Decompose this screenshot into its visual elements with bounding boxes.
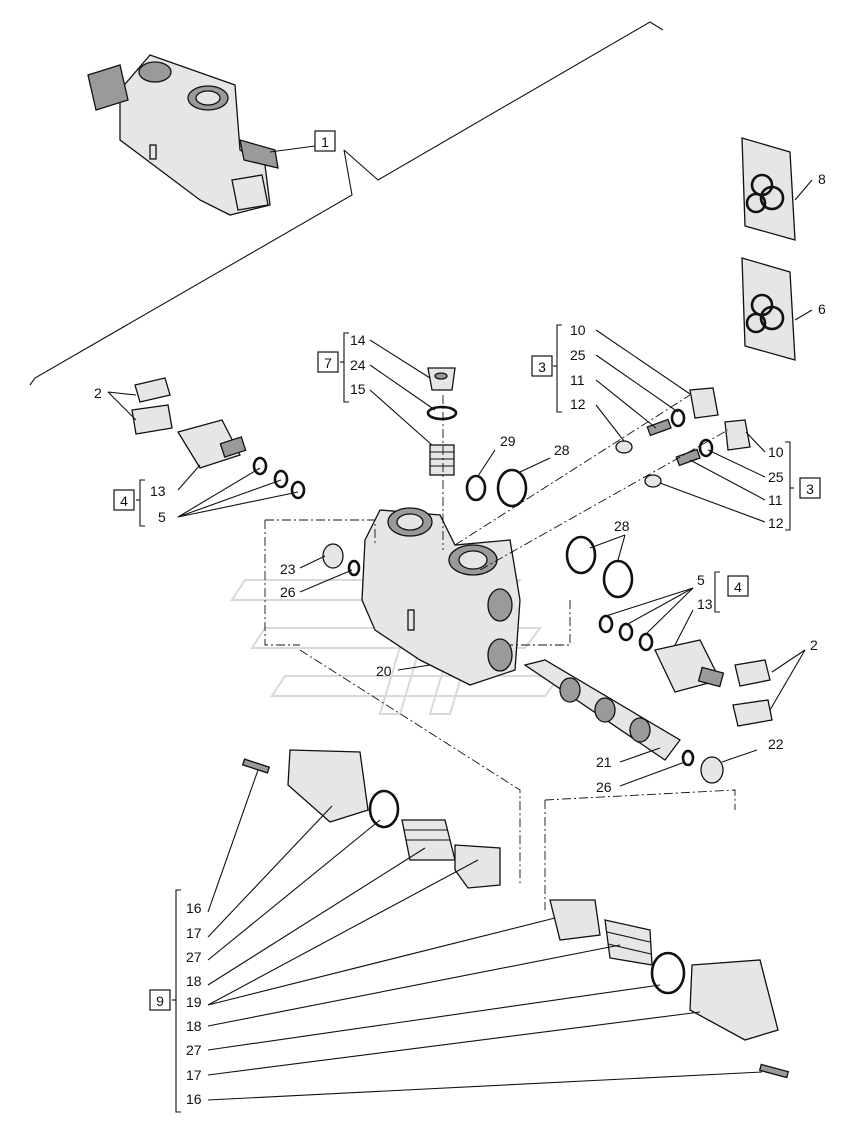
cap-2-left [131, 377, 173, 435]
check-valve-13-right [654, 639, 725, 693]
label-21: 21 [596, 754, 612, 770]
spool-21 [523, 659, 681, 761]
label-13-left: 13 [150, 483, 166, 499]
check-valve-13-left [176, 419, 247, 469]
kit9-item: 27 [186, 1042, 202, 1058]
o-ring-28-lower-a [565, 535, 597, 575]
o-ring-28-lower-b [602, 559, 634, 599]
valve-assembly-illustration [87, 54, 279, 216]
o-ring-24 [426, 405, 458, 421]
label-1: 1 [321, 134, 329, 150]
callout-box-3-right [799, 477, 821, 499]
callout-labels: 1 2 2 3 3 4 4 5 5 6 7 8 9 10 10 11 11 12… [94, 134, 826, 1009]
kit9-item: 16 [186, 900, 202, 916]
callout-box-1 [314, 130, 336, 152]
plug-22 [700, 756, 724, 784]
label-2-right: 2 [810, 637, 818, 653]
leader-lines [107, 143, 813, 1101]
plug-14 [427, 367, 456, 391]
label-7: 7 [324, 355, 332, 371]
label-3-top: 3 [538, 359, 546, 375]
o-rings-5-right [598, 614, 654, 652]
kit9-item: 17 [186, 925, 202, 941]
label-3-right: 3 [806, 481, 814, 497]
seal-kit-bag-8 [741, 137, 796, 241]
label-4-left: 4 [120, 493, 128, 509]
assembly-reference-lines [29, 21, 664, 386]
label-26-right: 26 [596, 779, 612, 795]
kit9-part-list: 16 17 27 18 19 18 27 17 16 [186, 900, 202, 1107]
label-28-top: 28 [554, 442, 570, 458]
label-5-right: 5 [697, 572, 705, 588]
label-29: 29 [500, 433, 516, 449]
kit9-item: 18 [186, 1018, 202, 1034]
label-28-lower: 28 [614, 518, 630, 534]
label-9: 9 [156, 993, 164, 1009]
label-20: 20 [376, 663, 392, 679]
o-ring-26-right [681, 749, 695, 767]
valve-body-20 [361, 507, 521, 686]
label-13-right: 13 [697, 596, 713, 612]
label-12-right: 12 [768, 515, 784, 531]
kit9-item: 19 [186, 994, 202, 1010]
callout-box-7 [317, 351, 339, 373]
kit9-item: 16 [186, 1091, 202, 1107]
kit9-item: 18 [186, 973, 202, 989]
label-11-top: 11 [570, 372, 585, 388]
kit9-lower-parts [549, 899, 790, 1079]
callout-box-4-right [727, 575, 749, 597]
o-ring-26-left [347, 559, 361, 577]
label-5-left: 5 [158, 509, 166, 525]
plug-23 [322, 543, 344, 569]
callout-box-4-left [113, 489, 135, 511]
kit9-item: 17 [186, 1067, 202, 1083]
label-4-right: 4 [734, 579, 742, 595]
label-26-left: 26 [280, 584, 296, 600]
cap-2-right [732, 659, 773, 727]
o-rings-5-left [252, 456, 306, 500]
label-10-right: 10 [768, 444, 784, 460]
label-11-right: 11 [768, 492, 783, 508]
o-ring-29 [465, 474, 487, 502]
relief-parts-lower [644, 419, 751, 488]
seal-kit-bag-6 [741, 257, 796, 361]
label-22: 22 [768, 736, 784, 752]
kit9-upper-parts [241, 749, 501, 889]
label-10-top: 10 [570, 322, 586, 338]
valve-cartridge-15 [429, 444, 455, 476]
label-15: 15 [350, 381, 366, 397]
label-23: 23 [280, 561, 296, 577]
label-8: 8 [818, 171, 826, 187]
label-12-top: 12 [570, 396, 586, 412]
label-25-right: 25 [768, 469, 784, 485]
kit9-item: 27 [186, 949, 202, 965]
callout-box-9 [149, 989, 171, 1011]
label-2-left: 2 [94, 385, 102, 401]
callout-box-3-top [531, 355, 553, 377]
label-25-top: 25 [570, 347, 586, 363]
relief-parts-upper [615, 387, 719, 454]
o-ring-28-upper [496, 468, 528, 508]
label-6: 6 [818, 301, 826, 317]
brackets [136, 324, 794, 1113]
label-24: 24 [350, 357, 366, 373]
label-14: 14 [350, 332, 366, 348]
